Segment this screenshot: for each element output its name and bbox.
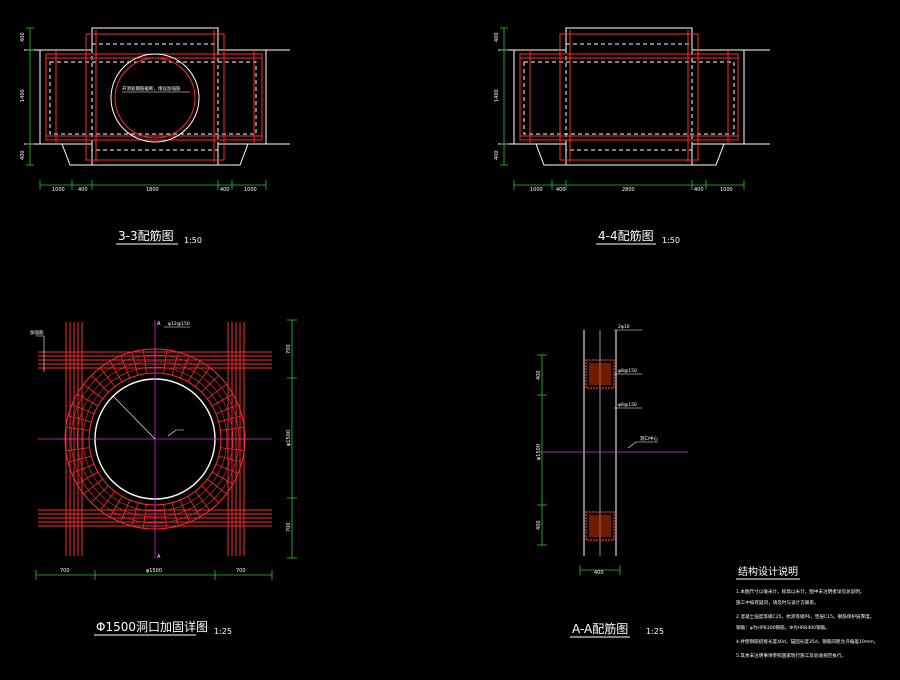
s33-vdim-0: 400 [20, 32, 26, 42]
hole-dim-0: 700 [60, 568, 70, 574]
s33-dim-2: 1800 [146, 187, 159, 193]
s33-outline [39, 27, 267, 166]
hole-leader-left-line [36, 335, 45, 372]
aa-scale: 1:25 [646, 627, 664, 636]
notes-line-2: 2.混凝土强度等级C25，抗渗等级P6，垫层C15。钢筋保护层厚度。 [736, 613, 874, 620]
s44-scale: 1:50 [662, 236, 680, 245]
s33-base [24, 143, 290, 166]
s33-dim-4: 1000 [244, 187, 257, 193]
section-4-4: 1000 400 2800 400 1000 400 1400 400 4-4配… [494, 27, 770, 245]
hole-leader-left: 加强筋 [30, 329, 44, 336]
hole-section-mark-top: A [157, 321, 161, 327]
s44-dim-4: 1000 [720, 187, 733, 193]
s44-vdims [500, 27, 508, 166]
hole-hdims [35, 570, 273, 580]
s44-dim-0: 1000 [530, 187, 543, 193]
aa-vdim-2: 400 [536, 520, 542, 530]
hole-radius-leader [112, 395, 156, 440]
notes-line-5: 5.其余未注明事项参照国家现行施工及验收规范执行。 [736, 652, 846, 659]
hole-water-mark [167, 429, 184, 437]
s33-hdims [39, 180, 267, 190]
s33-opening-ring [114, 57, 196, 139]
aa-label-0: 2φ16 [618, 324, 630, 330]
hole-leader-top: φ12@150 [168, 321, 190, 327]
s44-dim-2: 2800 [622, 187, 635, 193]
s33-dim-3: 400 [220, 187, 230, 193]
aa-bottom-beam [585, 511, 615, 541]
aa-vdims [537, 354, 547, 546]
s33-scale: 1:50 [184, 236, 202, 245]
hole-vdim-1: φ1500 [286, 430, 292, 446]
aa-label-1: φ8@150 [618, 368, 637, 374]
aa-top-beam-fill [589, 363, 611, 385]
s33-dim-0: 1000 [52, 187, 65, 193]
s44-outline [513, 27, 745, 166]
notes-line-1: 施工中如有疑问，请及时与设计方联系。 [736, 599, 819, 606]
hole-vdims [287, 319, 297, 559]
design-notes: 结构设计说明 1.本图尺寸以毫米计，标高以米计，图中未注明者详见总说明。 施工中… [736, 565, 878, 659]
s44-vdim-4: 400 [494, 150, 500, 160]
aa-water-mark [627, 441, 658, 449]
s44-dim-3: 400 [694, 187, 704, 193]
section-3-3: 开洞处钢筋截断，增设加强筋 1000 400 1800 400 1000 400… [20, 27, 290, 245]
s33-opening-note: 开洞处钢筋截断，增设加强筋 [122, 85, 181, 92]
hole-vdim-2: 700 [286, 522, 292, 532]
hole-section-mark-bottom: A [157, 554, 161, 560]
aa-label-2: φ8@150 [618, 402, 637, 408]
s33-title: 3-3配筋图 [118, 228, 174, 243]
hole-detail: A A 加强筋 φ12@150 700 φ1500 700 700 φ1500 … [30, 319, 297, 636]
s33-dashed-outer [49, 61, 257, 135]
hole-dim-2: 700 [236, 568, 246, 574]
notes-line-4: 4.井壁钢筋搭接长度40d，锚固长度35d，钢筋间距允许偏差10mm。 [736, 638, 878, 645]
notes-line-0: 1.本图尺寸以毫米计，标高以米计，图中未注明者详见总说明。 [736, 588, 864, 595]
hole-title: Φ1500洞口加固详图 [96, 619, 208, 634]
s44-hdims [513, 180, 745, 190]
s33-vdim-2: 1400 [20, 89, 26, 102]
hole-dim-1: φ1500 [146, 568, 162, 574]
s33-dashed-inner [91, 43, 219, 151]
s44-rebars [519, 30, 739, 162]
hole-scale: 1:25 [214, 627, 232, 636]
hole-vdim-0: 700 [286, 344, 292, 354]
s33-dim-1: 400 [78, 187, 88, 193]
aa-title: A-A配筋图 [572, 621, 628, 636]
aa-hdims [579, 565, 621, 575]
s33-opening-circle [110, 53, 200, 143]
s44-vdim-2: 1400 [494, 89, 500, 102]
aa-vdim-1: φ1500 [536, 444, 542, 460]
aa-bottom-beam-fill [589, 515, 611, 537]
s44-dim-1: 400 [556, 187, 566, 193]
s44-dashed-inner [565, 43, 693, 151]
s44-base [498, 143, 770, 166]
aa-vdim-0: 400 [536, 370, 542, 380]
s44-dashed-outer [523, 61, 735, 135]
s33-vdims [26, 27, 34, 166]
section-a-a: 2φ16 φ8@150 φ8@150 洞口中心 400 φ1500 400 40… [536, 324, 688, 638]
aa-dim-0: 400 [594, 570, 604, 576]
notes-line-3: 钢筋：φ为HPB300钢筋，Φ为HRB400钢筋。 [736, 624, 830, 631]
aa-label-3: 洞口中心 [640, 435, 658, 442]
s44-vdim-0: 400 [494, 32, 500, 42]
notes-title: 结构设计说明 [738, 565, 798, 578]
s44-title: 4-4配筋图 [598, 228, 654, 243]
s33-vdim-4: 400 [20, 150, 26, 160]
